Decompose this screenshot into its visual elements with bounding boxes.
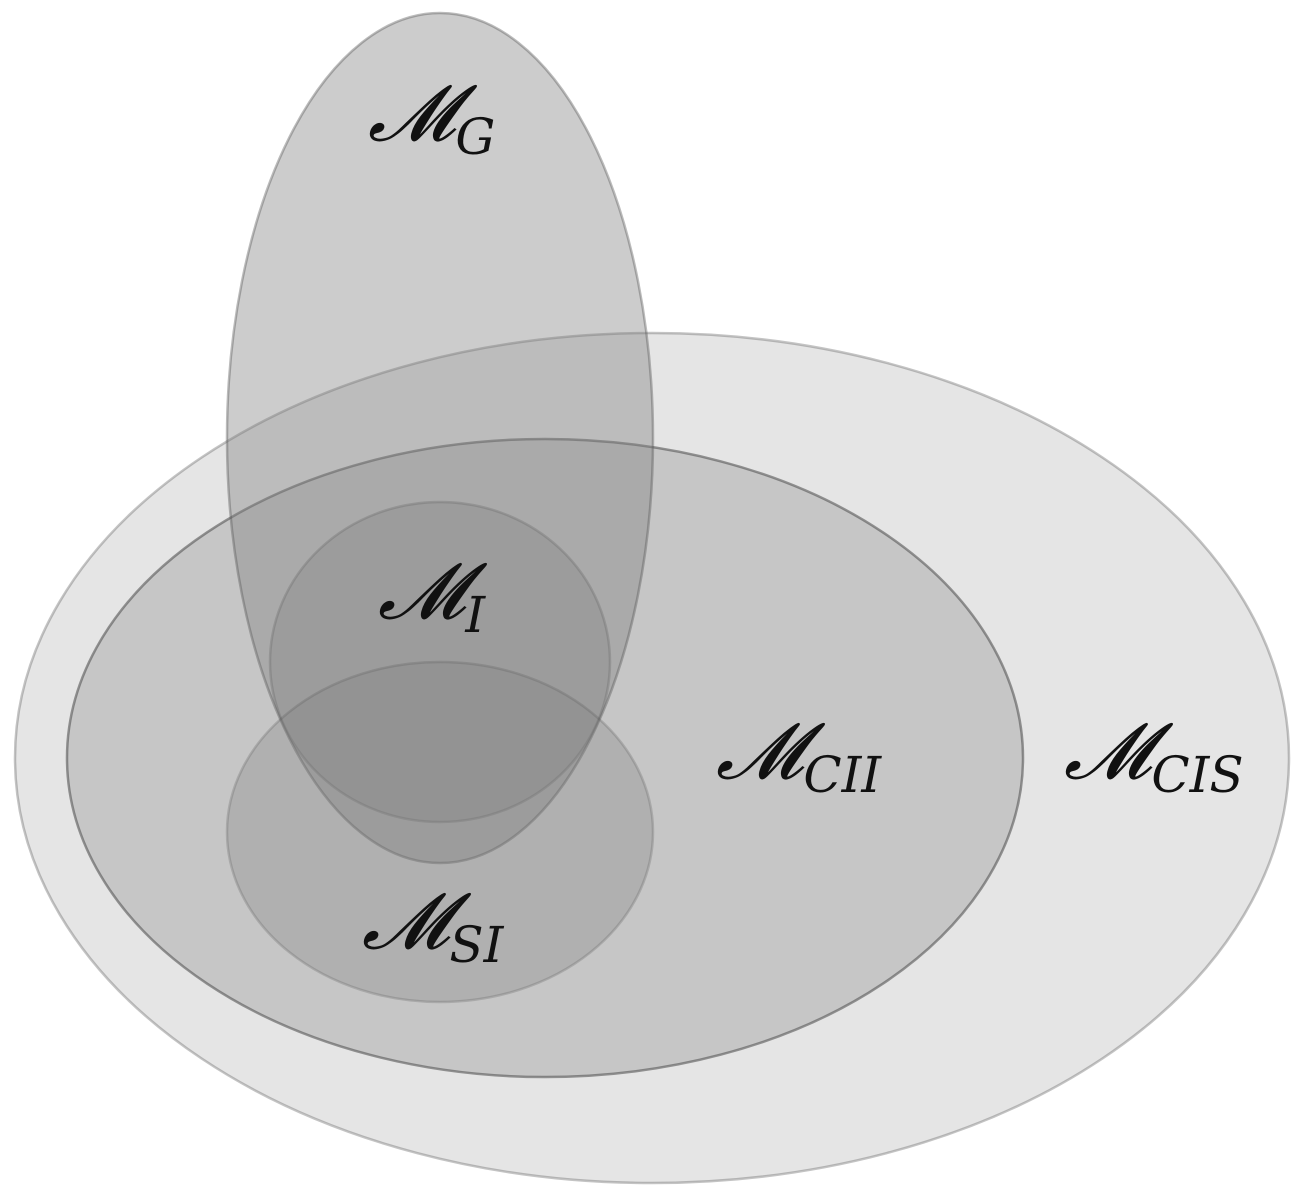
set-label-cis: 𝓜CIS [1064,707,1244,804]
set-label-g: 𝓜G [368,69,495,166]
set-region-cis [13,331,1291,1185]
set-label-si-subscript: SI [449,916,504,974]
set-region-cii [65,437,1025,1079]
set-region-i [268,500,612,824]
set-label-cis-subscript: CIS [1151,746,1243,804]
set-region-si [225,660,655,1004]
set-label-i-subscript: I [464,586,486,644]
set-region-g [225,11,655,865]
set-label-cii-subscript: CII [803,746,882,804]
set-label-g-subscript: G [455,108,495,166]
set-label-cii: 𝓜CII [716,707,882,804]
